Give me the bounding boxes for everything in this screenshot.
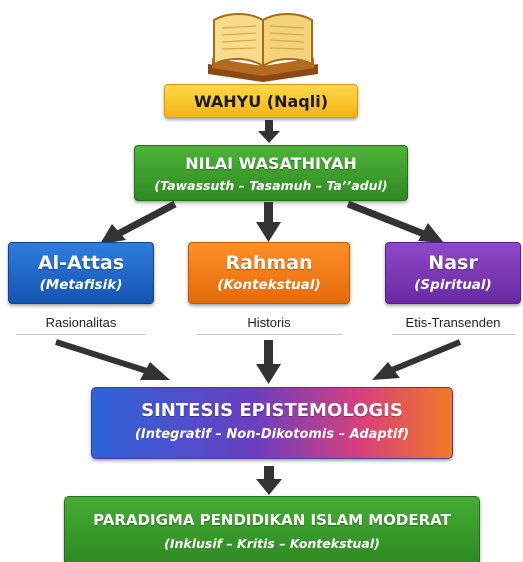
wahyu-title: WAHYU (Naqli) — [193, 92, 329, 111]
paradigma-box: PARADIGMA PENDIDIKAN ISLAM MODERAT (Inkl… — [64, 496, 480, 562]
nilai-wasathiyah-box: NILAI WASATHIYAH (Tawassuth – Tasamuh – … — [134, 145, 408, 201]
sintesis-subtitle: (Integratif – Non-Dikotomis – Adaptif) — [134, 427, 409, 442]
thinker-box-nasr: Nasr (Spiritual) — [385, 242, 521, 304]
thinker-box-al-attas: Al-Attas (Metafisik) — [8, 242, 154, 304]
thinker-focus: (Spiritual) — [414, 277, 492, 293]
arrow-down-icon — [256, 466, 282, 495]
open-quran-book-icon — [208, 13, 318, 82]
sintesis-epistemologis-box: SINTESIS EPISTEMOLOGIS (Integratif – Non… — [91, 387, 453, 459]
divider — [16, 334, 146, 335]
nilai-subtitle: (Tawassuth – Tasamuh – Ta’’adul) — [154, 178, 388, 193]
nilai-title: NILAI WASATHIYAH — [185, 154, 357, 173]
aspect-label-historis: Historis — [247, 315, 291, 330]
divider — [196, 334, 342, 335]
thinker-box-rahman: Rahman (Kontekstual) — [188, 242, 350, 304]
arrow-down-icon — [258, 120, 280, 143]
branch-arrows — [100, 200, 444, 244]
thinker-name: Nasr — [428, 252, 478, 274]
paradigma-title: PARADIGMA PENDIDIKAN ISLAM MODERAT — [93, 511, 451, 529]
thinker-name: Rahman — [225, 252, 313, 274]
aspect-label-etis-transenden: Etis-Transenden — [405, 315, 501, 330]
thinker-name: Al-Attas — [37, 252, 125, 274]
paradigma-subtitle: (Inklusif – Kritis – Kontekstual) — [164, 536, 380, 551]
converge-arrows — [55, 339, 462, 384]
aspect-label-rasionalitas: Rasionalitas — [45, 315, 117, 330]
thinker-focus: (Metafisik) — [39, 277, 123, 293]
wahyu-box: WAHYU (Naqli) — [164, 84, 358, 118]
thinker-focus: (Kontekstual) — [217, 277, 321, 293]
divider — [392, 334, 516, 335]
sintesis-title: SINTESIS EPISTEMOLOGIS — [141, 400, 403, 421]
